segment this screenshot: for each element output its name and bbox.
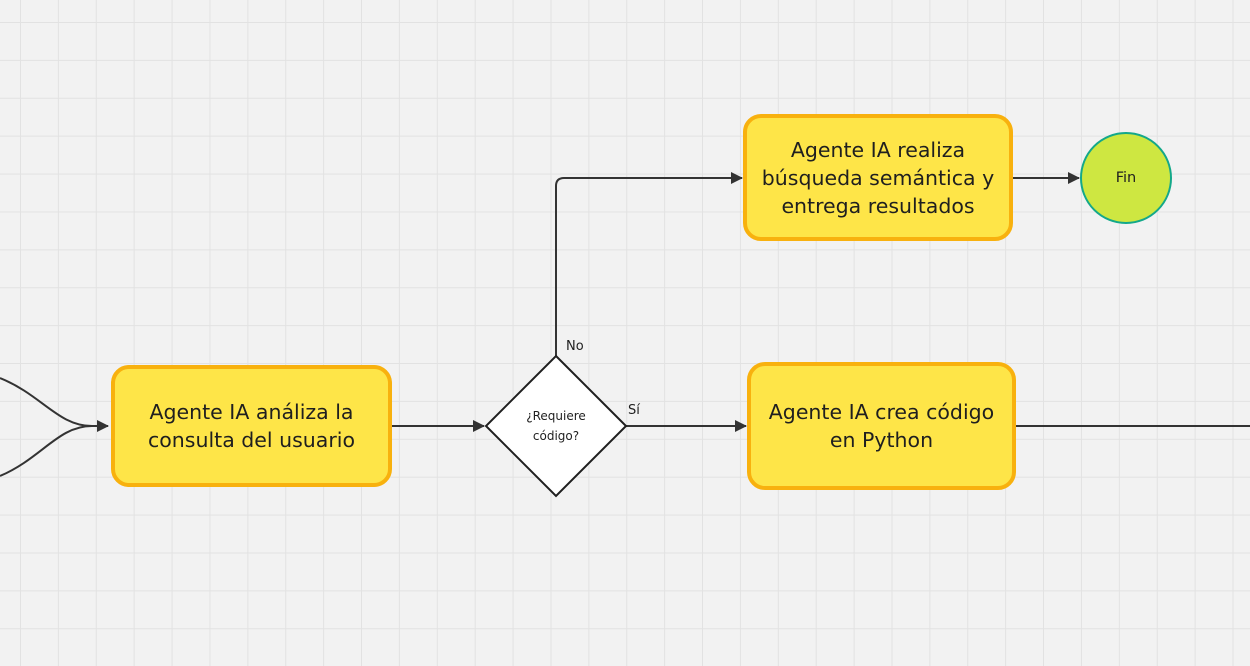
incoming-connector-lower[interactable] [0,425,93,477]
terminal-end-label: Fin [1115,170,1137,186]
edge-label-yes: Sí [628,403,640,418]
process-create-python-code[interactable]: Agente IA crea código en Python [747,362,1016,490]
terminal-end[interactable]: Fin [1080,132,1172,224]
process-create-python-code-label: Agente IA crea código en Python [768,400,995,452]
incoming-connector-upper[interactable] [0,377,109,432]
connector-decision-no-to-search[interactable] [555,172,743,356]
process-semantic-search-label: Agente IA realiza búsqueda semántica y e… [761,137,995,218]
process-analyze-query[interactable]: Agente IA análiza la consulta del usuari… [111,365,392,487]
decision-label: ¿Requiere código? [526,409,586,443]
decision-diamond[interactable] [484,354,628,498]
process-semantic-search[interactable]: Agente IA realiza búsqueda semántica y e… [743,114,1013,241]
process-analyze-query-label: Agente IA análiza la consulta del usuari… [147,400,356,452]
edge-label-no: No [566,339,584,354]
